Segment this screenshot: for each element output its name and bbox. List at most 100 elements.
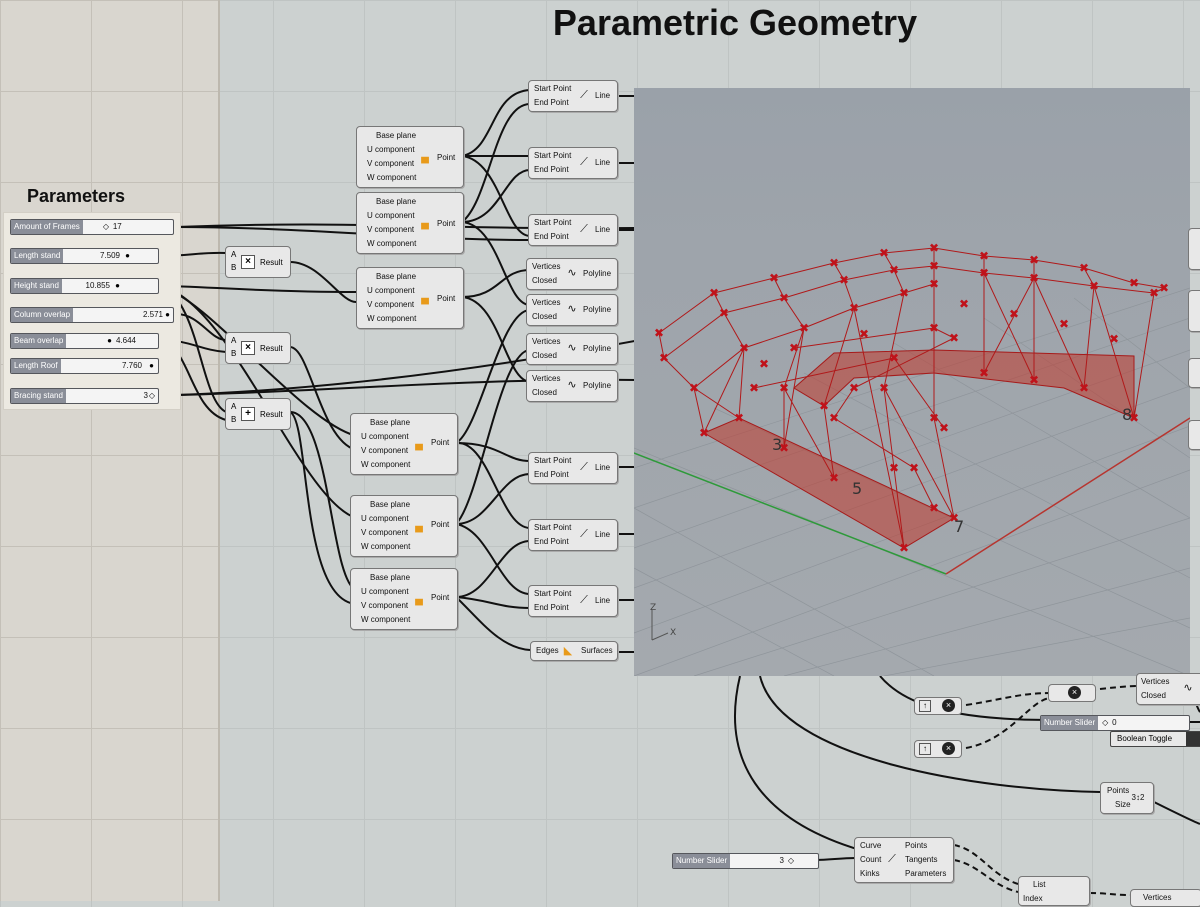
slider-knob-icon[interactable]: ● xyxy=(125,251,130,260)
vertices-component-partial[interactable]: Vertices xyxy=(1130,889,1200,907)
output-point-label: Point xyxy=(437,294,456,303)
slider-knob-icon[interactable]: ◇ xyxy=(148,391,155,400)
viewport-scene: ✖✖✖✖ ✖✖✖✖ ✖✖✖ ✖✖✖✖ ✖✖✖✖ ✖✖ ✖✖✖✖ ✖✖ ✖✖✖✖ … xyxy=(634,241,1190,676)
slider-height-stand[interactable]: Height stand 10.855● xyxy=(10,278,159,294)
output-points: Points xyxy=(905,841,928,850)
output-result-label: Result xyxy=(260,258,283,267)
svg-text:✖: ✖ xyxy=(879,246,889,260)
multiply-icon: × xyxy=(241,341,255,355)
input-start-point: Start Point xyxy=(534,218,572,227)
input-u-component: U component xyxy=(361,587,409,596)
slider-knob-icon[interactable]: ● xyxy=(149,361,154,370)
svg-text:✖: ✖ xyxy=(654,326,664,340)
viewport-label: 3 xyxy=(772,435,782,454)
polyline-icon: ∿ xyxy=(567,303,577,315)
svg-text:✖: ✖ xyxy=(889,351,899,365)
slider-number-bottom[interactable]: Number Slider 3◇ xyxy=(672,853,819,869)
slider-track[interactable]: 3◇ xyxy=(66,389,158,403)
slider-bracing-stand[interactable]: Bracing stand 3◇ xyxy=(10,388,159,404)
slider-track[interactable]: 2.571● xyxy=(73,308,173,322)
slider-knob-icon[interactable]: ● xyxy=(115,281,120,290)
output-point-label: Point xyxy=(431,593,450,602)
divide-curve-component[interactable]: Curve Count Kinks ⟋ Points Tangents Para… xyxy=(854,837,954,883)
partial-component[interactable] xyxy=(1188,290,1200,332)
slider-amount-of-frames[interactable]: Amount of Frames 17◇ xyxy=(10,219,174,235)
slider-number-right[interactable]: Number Slider ◇0 xyxy=(1040,715,1190,731)
construct-point-component[interactable]: Base plane U component V component W com… xyxy=(350,495,458,557)
input-end-point: End Point xyxy=(534,232,569,241)
slider-beam-overlap[interactable]: Beam overlap 4.644● xyxy=(10,333,159,349)
slider-column-overlap[interactable]: Column overlap 2.571● xyxy=(10,307,174,323)
slider-track[interactable]: 7.509● xyxy=(63,249,158,263)
slider-knob-icon[interactable]: ● xyxy=(165,310,170,319)
svg-text:✖: ✖ xyxy=(1029,373,1039,387)
slider-length-roof[interactable]: Length Roof 7.760● xyxy=(10,358,159,374)
svg-text:✖: ✖ xyxy=(739,341,749,355)
construct-point-component[interactable]: Base plane U component V component W com… xyxy=(350,413,458,475)
rhino-3d-viewport[interactable]: ✖✖✖✖ ✖✖✖✖ ✖✖✖ ✖✖✖✖ ✖✖✖✖ ✖✖ ✖✖✖✖ ✖✖ ✖✖✖✖ … xyxy=(634,88,1190,676)
partial-component[interactable] xyxy=(1188,420,1200,450)
edge-surface-component[interactable]: Edges ◣ Surfaces xyxy=(530,641,618,661)
output-surfaces-label: Surfaces xyxy=(581,646,613,655)
slider-label: Column overlap xyxy=(11,308,74,322)
output-result-label: Result xyxy=(260,410,283,419)
slider-track[interactable]: 3◇ xyxy=(730,854,818,868)
slider-knob-icon[interactable]: ● xyxy=(107,336,112,345)
construct-point-component[interactable]: Base plane U component V component W com… xyxy=(356,267,464,329)
slider-knob-icon[interactable]: ◇ xyxy=(1102,718,1109,727)
slider-label: Length stand xyxy=(11,249,64,263)
slider-knob-icon[interactable]: ◇ xyxy=(102,222,109,231)
svg-text:✖: ✖ xyxy=(1129,411,1139,425)
slider-track[interactable]: 7.760● xyxy=(61,359,158,373)
addition-component[interactable]: A B + Result xyxy=(225,398,291,430)
slider-value: 3 xyxy=(779,856,784,865)
gate-component[interactable]: × xyxy=(1048,684,1096,702)
input-end-point: End Point xyxy=(534,470,569,479)
slider-length-stand[interactable]: Length stand 7.509● xyxy=(10,248,159,264)
multiplication-component[interactable]: A B × Result xyxy=(225,246,291,278)
boolean-toggle[interactable]: Boolean Toggle xyxy=(1110,731,1200,747)
svg-text:✖: ✖ xyxy=(929,321,939,335)
svg-text:✖: ✖ xyxy=(719,306,729,320)
output-polyline-label: Polyline xyxy=(583,381,612,390)
slider-track[interactable]: ◇0 xyxy=(1098,716,1189,730)
toggle-switch-icon[interactable] xyxy=(1186,732,1200,746)
construct-point-component[interactable]: Base plane U component V component W com… xyxy=(356,126,464,188)
input-index: Index xyxy=(1023,894,1043,903)
input-points: Points xyxy=(1107,786,1130,795)
slider-track[interactable]: 17◇ xyxy=(83,220,173,234)
multiplication-component-2[interactable]: A B × Result xyxy=(225,332,291,364)
slider-track[interactable]: 10.855● xyxy=(62,279,158,293)
gate-component[interactable]: ↑ × xyxy=(914,740,962,758)
polyline-icon: ∿ xyxy=(567,342,577,354)
input-v-component: V component xyxy=(361,528,409,537)
construct-point-component[interactable]: Base plane U component V component W com… xyxy=(350,568,458,630)
svg-text:✖: ✖ xyxy=(734,411,744,425)
axis-z-label: Z xyxy=(650,603,656,613)
viewport-label: 8 xyxy=(1122,405,1132,424)
gate-component[interactable]: ↑ × xyxy=(914,697,962,715)
input-v-component: V component xyxy=(367,225,415,234)
partial-component[interactable] xyxy=(1188,228,1200,270)
construct-point-component[interactable]: Base plane U component V component W com… xyxy=(356,192,464,254)
output-point-label: Point xyxy=(431,438,450,447)
svg-text:✖: ✖ xyxy=(1089,279,1099,293)
svg-text:✖: ✖ xyxy=(839,273,849,287)
svg-text:✖: ✖ xyxy=(899,541,909,555)
partial-component[interactable] xyxy=(1188,358,1200,388)
slider-track[interactable]: 4.644● xyxy=(66,334,158,348)
slider-knob-icon[interactable]: ◇ xyxy=(787,856,794,865)
